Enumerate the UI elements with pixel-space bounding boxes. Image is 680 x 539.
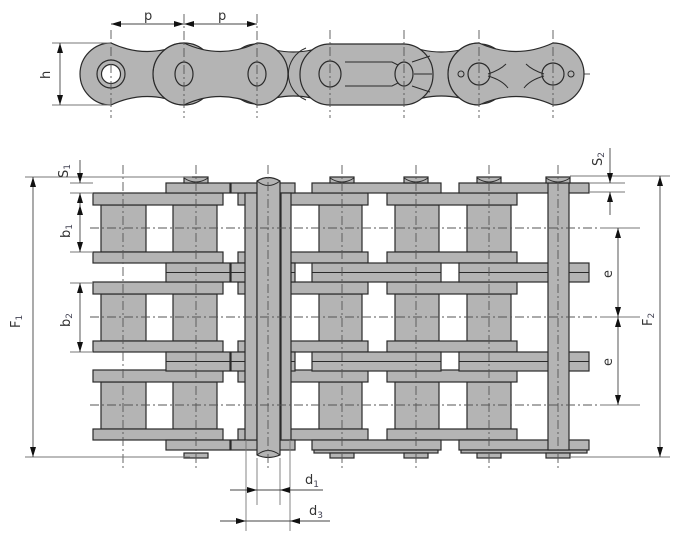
outer-plate [311,439,442,451]
label-s1: S1 [57,164,73,178]
inner-plate [386,340,518,353]
connecting-link-plate [299,43,434,106]
inner-plate [284,251,369,264]
inner-plate [92,192,224,206]
plate-edge [152,42,185,106]
label-s2: S2 [591,152,607,166]
inner-plate [386,369,518,383]
label-d3: d3 [309,504,323,521]
inner-plate [284,428,369,441]
inner-plate [386,428,518,441]
plate-edge [447,42,480,106]
roller [172,381,218,430]
plate-edge [287,47,307,101]
roller [318,381,363,430]
top-centerlines [90,165,640,468]
clip-eye [567,70,575,78]
pin-heads [183,176,571,459]
outer-link-plate [152,42,289,106]
connecting-side-plate [244,192,258,441]
top-view: S1 b1 b2 F1 S2 e e F2 d1 d3 [9,148,670,531]
roller [100,381,147,430]
strands [92,192,518,441]
clip-plate [460,449,588,454]
roller [318,204,363,253]
clip-eye [457,70,465,78]
roller [394,204,440,253]
label-p: p [144,9,152,24]
label-h: h [39,71,54,79]
inner-plate [284,369,369,383]
connecting-pin [256,176,281,459]
roller [394,381,440,430]
inner-plate [92,340,224,353]
outer-plate [458,182,590,194]
label-f2: F2 [641,313,657,326]
label-f1: F1 [9,315,25,328]
roller [172,293,218,342]
outer-plates [165,182,590,454]
roller [100,293,147,342]
outer-plate [165,182,231,194]
inner-plate [284,340,369,353]
inner-plate [92,281,224,295]
inner-plate [92,428,224,441]
label-b1: b1 [59,224,75,238]
clip-plate [313,449,439,454]
inner-plate [92,369,224,383]
inner-plate [386,251,518,264]
inner-plate [92,251,224,264]
spring-clip [487,63,545,89]
label-e: e [601,270,616,278]
outer-plate [311,182,442,194]
pin [547,182,570,451]
label-d1: d1 [305,473,319,490]
roller [172,204,218,253]
inner-plate [386,281,518,295]
roller [100,204,147,253]
label-e: e [601,358,616,366]
connecting-side-plate [280,192,292,441]
roller [318,293,363,342]
inner-plate [284,281,369,295]
side-view: p p h [39,9,590,118]
inner-plate [386,192,518,206]
side-pin-centerlines [110,14,554,118]
roller [394,293,440,342]
label-p: p [218,9,226,24]
outer-plate [165,439,231,451]
connecting-clip-slot [411,55,432,93]
label-b2: b2 [59,313,75,327]
inner-plate [284,192,369,206]
